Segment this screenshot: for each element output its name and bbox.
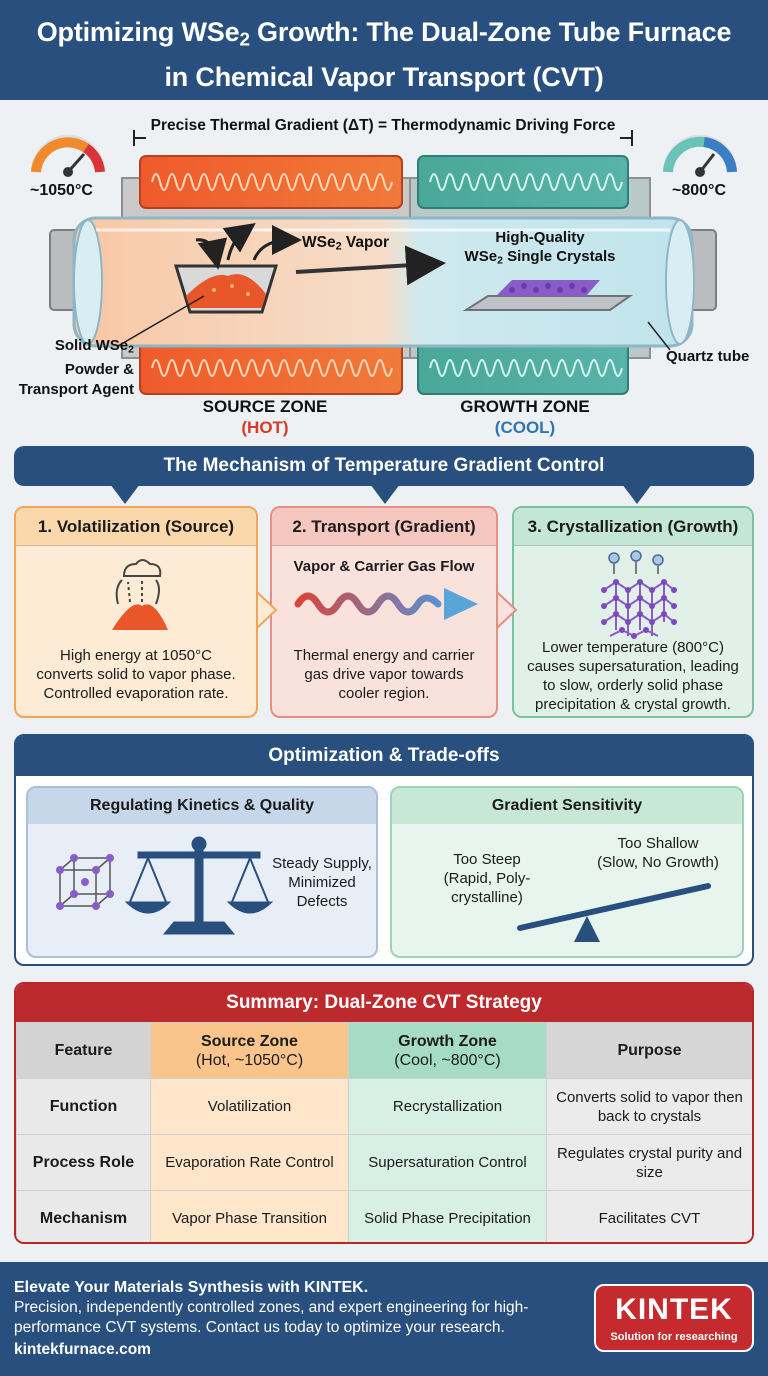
header-purpose: Purpose: [546, 1022, 752, 1079]
header-feature: Feature: [16, 1022, 151, 1079]
crystal-substrate: [462, 280, 634, 311]
table-row: Function Volatilization Recrystallizatio…: [16, 1078, 752, 1135]
row-growth: Solid Phase Precipitation: [348, 1190, 547, 1242]
row-purpose: Regulates crystal purity and size: [546, 1134, 752, 1191]
hot-gauge-icon: [31, 135, 105, 177]
card-title: 1. Volatilization (Source): [16, 508, 256, 546]
kintek-logo[interactable]: KINTEK Solution for researching: [594, 1284, 754, 1352]
transport-arrow: [295, 245, 446, 286]
cloud-evaporation-icon: [112, 559, 168, 630]
summary-table: Feature Source Zone(Hot, ~1050°C) Growth…: [16, 1022, 752, 1242]
card-title: 2. Transport (Gradient): [272, 508, 496, 546]
seesaw-icon: [517, 883, 711, 942]
solid-powder-label: Solid WSe2 Powder & Transport Agent: [18, 337, 134, 398]
footer-body: Precision, independently controlled zone…: [14, 1299, 529, 1336]
row-source: Vapor Phase Transition: [150, 1190, 349, 1242]
vapor-arrow-1: [195, 237, 228, 270]
source-crucible: [173, 264, 279, 314]
kinetics-panel: Regulating Kinetics & Quality: [26, 786, 378, 958]
gradient-sensitivity-title: Gradient Sensitivity: [392, 788, 742, 824]
card-connectors: [256, 590, 518, 630]
footer-url-link[interactable]: kintekfurnace.com: [14, 1341, 151, 1358]
table-header-row: Feature Source Zone(Hot, ~1050°C) Growth…: [16, 1022, 752, 1079]
card-title: 3. Crystallization (Growth): [514, 508, 752, 546]
footer: Elevate Your Materials Synthesis with KI…: [0, 1262, 768, 1376]
row-source: Volatilization: [150, 1078, 349, 1135]
table-row: Process Role Evaporation Rate Control Su…: [16, 1134, 752, 1191]
balance-scale-icon: [124, 836, 274, 935]
too-shallow-label: Too Shallow (Slow, No Growth): [597, 835, 719, 871]
row-purpose: Facilitates CVT: [546, 1190, 752, 1242]
cool-temp-label: ~800°C: [672, 182, 726, 199]
mechanism-title: The Mechanism of Temperature Gradient Co…: [14, 446, 754, 486]
furnace-diagram: [31, 116, 737, 395]
row-feature: Function: [16, 1078, 151, 1135]
kinetics-title: Regulating Kinetics & Quality: [28, 788, 376, 824]
gradient-sensitivity-panel: Gradient Sensitivity Too Steep (Rapid, P…: [390, 786, 744, 958]
footer-headline: Elevate Your Materials Synthesis with KI…: [14, 1279, 369, 1296]
gradient-label: Precise Thermal Gradient (ΔT) = Thermody…: [150, 117, 616, 134]
vapor-label: WSe2 Vapor: [302, 234, 390, 253]
quartz-tube-label: Quartz tube: [666, 348, 750, 365]
page-title-line1: Optimizing WSe2 Growth: The Dual-Zone Tu…: [36, 17, 732, 51]
mechanism-card-crystallization: 3. Crystallization (Growth) Lower temper…: [512, 506, 754, 718]
card-subtitle: Vapor & Carrier Gas Flow: [293, 558, 475, 575]
too-steep-label: Too Steep (Rapid, Poly- crystalline): [443, 851, 531, 906]
mechanism-card-volatilization: 1. Volatilization (Source) High energy a…: [14, 506, 258, 718]
hot-temp-label: ~1050°C: [30, 182, 93, 199]
cool-gauge-icon: [663, 135, 737, 177]
heater-bottom-cool: [417, 341, 629, 395]
solid-pointer: [117, 295, 205, 347]
row-growth: Recrystallization: [348, 1078, 547, 1135]
mechanism-card-transport: 2. Transport (Gradient) Vapor & Carrier …: [270, 506, 498, 718]
heater-top-cool: [417, 155, 629, 209]
table-row: Mechanism Vapor Phase Transition Solid P…: [16, 1190, 752, 1242]
crystals-label: High-Quality WSe2 Single Crystals: [464, 229, 616, 267]
summary-title: Summary: Dual-Zone CVT Strategy: [16, 984, 752, 1022]
source-zone-label: SOURCE ZONE (HOT): [202, 397, 328, 437]
quartz-pointer: [647, 321, 671, 351]
row-feature: Mechanism: [16, 1190, 151, 1242]
steady-supply-label: Steady Supply, Minimized Defects: [272, 855, 372, 910]
lattice-growth-icon: [601, 550, 677, 639]
header-growth-zone: Growth Zone(Cool, ~800°C): [348, 1022, 547, 1079]
summary-section: Summary: Dual-Zone CVT Strategy Feature …: [14, 982, 754, 1244]
header-source-zone: Source Zone(Hot, ~1050°C): [150, 1022, 349, 1079]
wavy-flow-arrow-icon: [294, 588, 478, 620]
row-purpose: Converts solid to vapor then back to cry…: [546, 1078, 752, 1135]
row-growth: Supersaturation Control: [348, 1134, 547, 1191]
page-title-line2: in Chemical Vapor Transport (CVT): [164, 61, 604, 92]
optimization-title: Optimization & Trade-offs: [16, 736, 752, 776]
gradient-bracket: [133, 116, 633, 146]
page-header: Optimizing WSe2 Growth: The Dual-Zone Tu…: [0, 0, 768, 100]
logo-tagline: Solution for researching: [610, 1331, 738, 1343]
crystal-cube-icon: [56, 854, 114, 910]
optimization-section: Optimization & Trade-offs Regulating Kin…: [14, 734, 754, 966]
row-source: Evaporation Rate Control: [150, 1134, 349, 1191]
logo-name: KINTEK: [615, 1293, 733, 1326]
vapor-arrow-2: [222, 223, 256, 261]
row-feature: Process Role: [16, 1134, 151, 1191]
growth-zone-label: GROWTH ZONE (COOL): [460, 397, 590, 437]
vapor-arrow-3: [252, 225, 302, 261]
mechanism-pointers: [110, 484, 652, 504]
